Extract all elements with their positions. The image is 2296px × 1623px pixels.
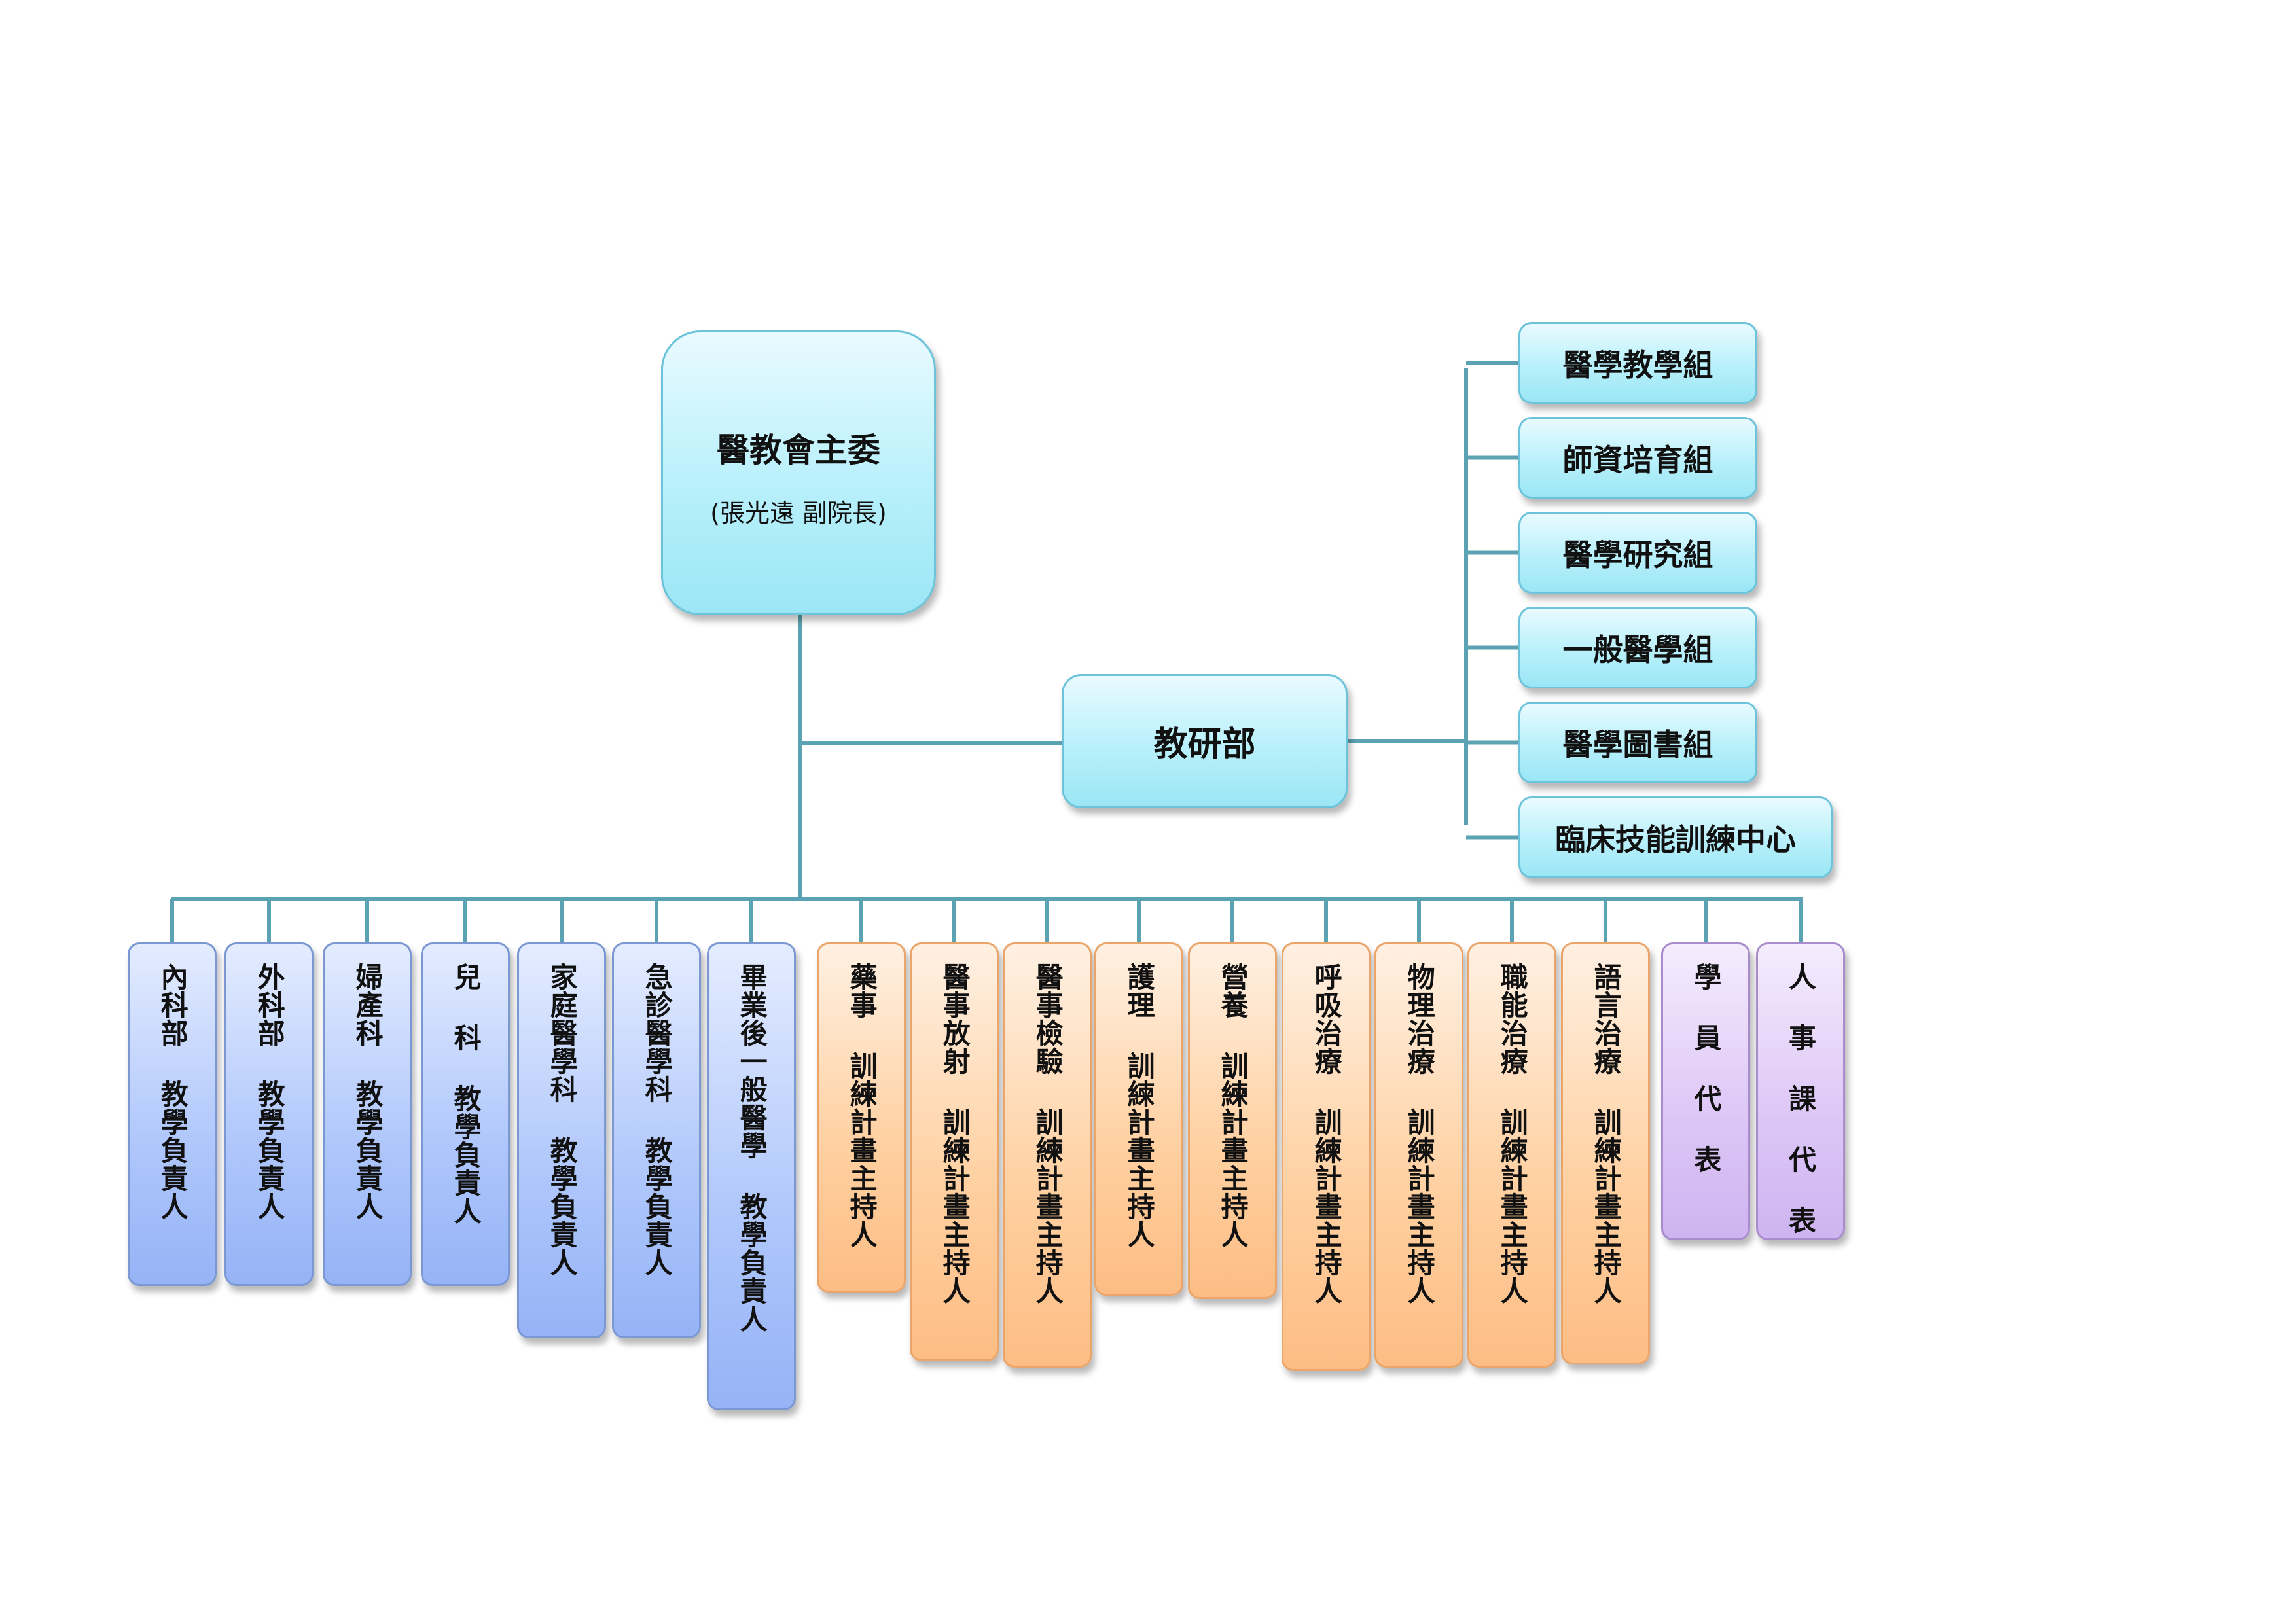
unit-label: 畢業後一般醫學 教學負責人 [736,963,768,1333]
unit-box: 語言治療 訓練計畫主持人 [1561,942,1650,1364]
unit-label: 護理 訓練計畫主持人 [1123,963,1156,1249]
unit-label: 兒 科 教學負責人 [450,963,482,1225]
unit-label: 學 員 代 表 [1689,963,1722,1173]
section-box: 醫學研究組 [1518,512,1757,594]
unit-label: 物理治療 訓練計畫主持人 [1403,963,1436,1305]
unit-box: 藥事 訓練計畫主持人 [817,942,906,1293]
unit-box: 護理 訓練計畫主持人 [1094,942,1183,1296]
unit-box: 職能治療 訓練計畫主持人 [1467,942,1556,1368]
unit-label: 職能治療 訓練計畫主持人 [1496,963,1529,1305]
section-box: 師資培育組 [1518,417,1757,499]
unit-label: 人 事 課 代 表 [1784,963,1817,1234]
unit-box: 營養 訓練計畫主持人 [1188,942,1277,1299]
unit-box: 兒 科 教學負責人 [421,942,510,1286]
unit-box: 醫事放射 訓練計畫主持人 [910,942,999,1361]
unit-box: 呼吸治療 訓練計畫主持人 [1282,942,1371,1371]
unit-box: 婦產科 教學負責人 [323,942,412,1286]
unit-label: 婦產科 教學負責人 [351,963,384,1221]
unit-box: 學 員 代 表 [1661,942,1750,1240]
unit-label: 家庭醫學科 教學負責人 [546,963,579,1277]
unit-box: 畢業後一般醫學 教學負責人 [707,942,796,1410]
unit-label: 外科部 教學負責人 [253,963,286,1221]
unit-label: 營養 訓練計畫主持人 [1217,963,1249,1249]
section-box: 醫學教學組 [1518,322,1757,404]
section-box: 醫學圖書組 [1518,702,1757,783]
unit-box: 外科部 教學負責人 [224,942,314,1286]
section-label: 臨床技能訓練中心 [1555,821,1796,857]
section-label: 一般醫學組 [1562,632,1713,668]
chair-box: 醫教會主委 (張光遠 副院長) [661,330,936,615]
unit-label: 呼吸治療 訓練計畫主持人 [1310,963,1343,1305]
section-label: 師資培育組 [1562,442,1713,478]
unit-box: 物理治療 訓練計畫主持人 [1374,942,1463,1368]
section-label: 醫學教學組 [1562,347,1713,383]
unit-label: 醫事放射 訓練計畫主持人 [939,963,971,1305]
unit-box: 急診醫學科 教學負責人 [612,942,701,1338]
unit-label: 急診醫學科 教學負責人 [641,963,673,1277]
department-box: 教研部 [1062,674,1348,808]
chair-title: 醫教會主委 [717,431,880,469]
section-box: 臨床技能訓練中心 [1518,796,1833,878]
unit-box: 家庭醫學科 教學負責人 [517,942,606,1338]
unit-label: 語言治療 訓練計畫主持人 [1590,963,1623,1305]
unit-box: 人 事 課 代 表 [1756,942,1845,1240]
chair-subtitle: (張光遠 副院長) [710,499,887,527]
unit-label: 藥事 訓練計畫主持人 [846,963,878,1249]
section-label: 醫學圖書組 [1562,726,1713,762]
unit-label: 醫事檢驗 訓練計畫主持人 [1031,963,1064,1305]
unit-box: 醫事檢驗 訓練計畫主持人 [1003,942,1092,1368]
unit-box: 內科部 教學負責人 [128,942,217,1286]
unit-label: 內科部 教學負責人 [156,963,189,1221]
section-label: 醫學研究組 [1562,537,1713,573]
section-box: 一般醫學組 [1518,607,1757,688]
department-label: 教研部 [1153,725,1256,764]
